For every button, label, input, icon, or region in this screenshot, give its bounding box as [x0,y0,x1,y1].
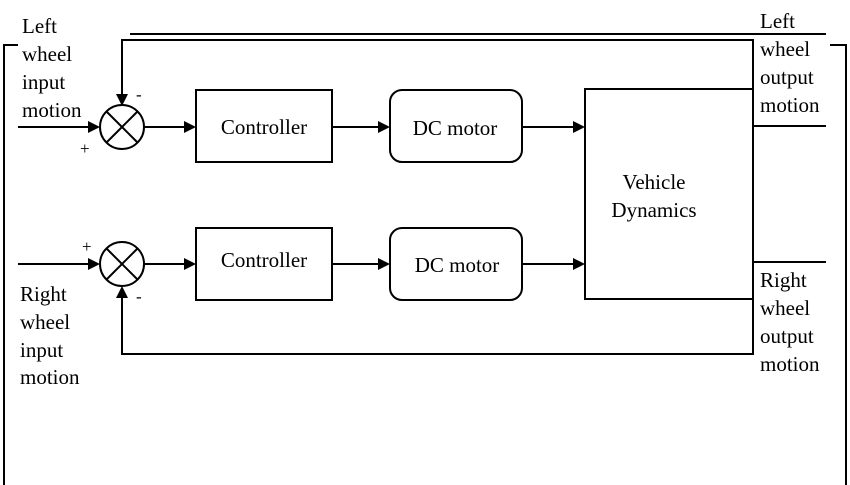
top-summing-junction [99,104,145,150]
left-input-label-line1: Left [22,14,57,38]
bottom-input-sign: + [82,237,92,256]
bottom-controller-to-motor-arrow [378,258,390,270]
left-output-label-line4: motion [760,93,820,117]
top-motor-to-plant-arrow [573,121,585,133]
right-output-label-line3: output [760,324,814,348]
left-input-arrow [88,121,100,133]
top-feedback-wire [121,39,754,126]
bottom-dc-motor-label: DC motor [415,253,500,277]
bottom-feedback-wire [121,262,754,355]
top-dc-motor-label: DC motor [413,116,498,140]
right-input-label-line1: Right [20,282,67,306]
left-input-label-line4: motion [22,98,82,122]
top-feedback-arrow [116,94,128,106]
bottom-feedback-arrow [116,286,128,298]
plant-label-line1: Vehicle [623,170,686,194]
right-output-label-line4: motion [760,352,820,376]
top-feedback-sign: - [136,85,142,104]
top-controller-to-motor-arrow [378,121,390,133]
left-input-label-line3: input [22,70,65,94]
left-output-label-line1: Left [760,9,795,33]
outer-frame [3,44,847,485]
left-output-label-line3: output [760,65,814,89]
left-input-label-line2: wheel [22,42,72,66]
left-output-label-line2: wheel [760,37,810,61]
plant-label-line2: Dynamics [611,198,696,222]
right-input-arrow [88,258,100,270]
bottom-summing-junction [99,241,145,287]
bottom-motor-to-plant-arrow [573,258,585,270]
bottom-controller-block [195,227,333,301]
bottom-sum-to-controller-arrow [184,258,196,270]
right-output-label-line1: Right [760,268,807,292]
top-input-sign: + [80,139,90,158]
vehicle-dynamics-block [584,88,754,300]
top-sum-to-controller-arrow [184,121,196,133]
right-input-label-line2: wheel [20,310,70,334]
bottom-feedback-sign: - [136,287,142,306]
top-controller-label: Controller [221,115,307,139]
right-output-label-line2: wheel [760,296,810,320]
right-input-label-line4: motion [20,365,80,389]
right-input-label-line3: input [20,338,63,362]
bottom-controller-label: Controller [221,248,307,272]
